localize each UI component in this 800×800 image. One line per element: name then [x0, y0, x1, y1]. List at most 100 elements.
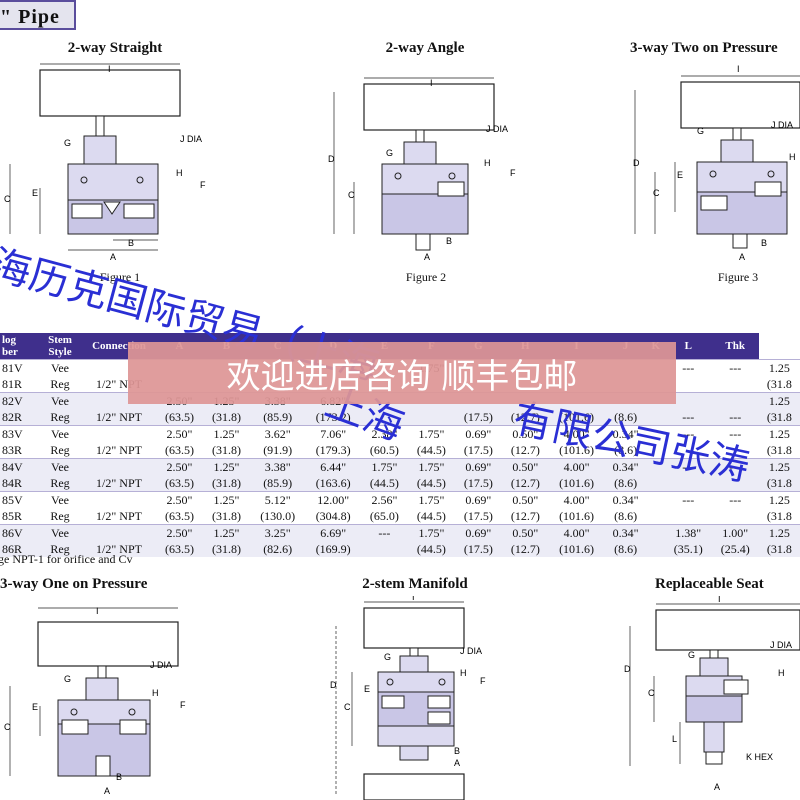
table-cell: (304.8) [305, 508, 361, 525]
table-cell: 0.50" [501, 491, 549, 508]
table-cell: (17.5) [454, 475, 502, 492]
table-cell: (31.8) [202, 442, 250, 459]
table-cell: Reg [38, 409, 82, 426]
table-cell: 0.69" [454, 425, 502, 442]
promo-banner: 欢迎进店咨询 顺丰包邮 [128, 342, 676, 404]
table-cell: 1.00" [711, 524, 759, 541]
table-cell: (31.8 [758, 442, 800, 459]
dim-h-label: H [176, 168, 183, 178]
table-cell: (17.5) [454, 442, 502, 459]
table-cell: 0.50" [501, 425, 549, 442]
table-cell: 4.00" [548, 425, 605, 442]
table-cell: 5.12" [249, 491, 306, 508]
table-cell [711, 508, 759, 525]
table-cell: 0.50" [501, 524, 549, 541]
dim-c-label: C [653, 188, 660, 198]
table-cell: 6.44" [305, 458, 361, 475]
table-cell: (17.5) [454, 508, 502, 525]
table-cell [711, 442, 759, 459]
table-cell [711, 475, 759, 492]
table-cell: (101.6) [548, 409, 605, 426]
table-cell [646, 541, 665, 557]
dim-d-label: D [633, 158, 640, 168]
figure-5-diagram: I G J DIA H F D E C B A [330, 596, 486, 800]
table-cell: 84R [0, 475, 38, 492]
table-cell: --- [664, 359, 712, 376]
table-cell: 0.34" [604, 425, 647, 442]
dim-h-label: H [152, 688, 159, 698]
table-cell: (82.6) [249, 541, 306, 557]
table-cell: --- [711, 359, 759, 376]
dim-f-label: F [200, 180, 206, 190]
dim-f-label: F [510, 168, 516, 178]
table-cell [82, 491, 156, 508]
table-cell: Reg [38, 475, 82, 492]
table-cell: 0.50" [501, 458, 549, 475]
table-cell [82, 458, 156, 475]
dim-d-label: D [330, 680, 337, 690]
table-cell: --- [711, 425, 759, 442]
table-cell: (8.6) [604, 508, 647, 525]
table-cell: (163.6) [305, 475, 361, 492]
dim-l-label: L [672, 734, 677, 744]
table-cell: 3.25" [249, 524, 306, 541]
table-cell: 3.62" [249, 425, 306, 442]
table-cell: 0.34" [604, 524, 647, 541]
table-cell: (8.6) [604, 541, 647, 557]
dim-b-label: B [128, 238, 134, 248]
table-cell: 0.69" [454, 524, 502, 541]
table-cell: (63.5) [156, 508, 203, 525]
table-cell: 1/2" NPT [82, 442, 156, 459]
table-cell: (31.8 [758, 475, 800, 492]
table-cell [360, 541, 408, 557]
dim-g-label: G [386, 148, 393, 158]
table-cell: 12.00" [305, 491, 361, 508]
table-cell [360, 409, 408, 426]
table-cell: (101.6) [548, 541, 605, 557]
table-cell [664, 508, 712, 525]
table-cell [646, 508, 665, 525]
table-cell: 0.34" [604, 458, 647, 475]
table-cell: (63.5) [156, 475, 203, 492]
table-cell: 1.25 [758, 359, 800, 376]
table-cell: 1.75" [407, 425, 455, 442]
table-cell: 1.75" [360, 458, 408, 475]
table-cell: (31.8) [202, 475, 250, 492]
dim-i-label: I [718, 596, 721, 604]
table-cell: (12.7) [501, 541, 549, 557]
figure-2-caption: Figure 2 [405, 270, 447, 284]
table-cell [82, 524, 156, 541]
dim-khex-label: K HEX [746, 752, 773, 762]
figure-3-caption: Figure 3 [717, 270, 759, 284]
figure-1-title: 2-way Straight [67, 40, 163, 56]
table-cell: 81V [0, 359, 38, 376]
table-cell: (31.8 [758, 508, 800, 525]
table-cell: Vee [38, 392, 82, 409]
table-cell: 82R [0, 409, 38, 426]
table-cell: 1.38" [664, 524, 712, 541]
figure-4-diagram: I G J DIA H F E C B A [4, 606, 186, 796]
table-cell: --- [664, 458, 712, 475]
dim-g-label: G [688, 650, 695, 660]
table-cell: (60.5) [360, 442, 408, 459]
table-cell: (31.8) [202, 508, 250, 525]
table-cell: --- [711, 409, 759, 426]
dim-b-label: B [454, 746, 460, 756]
figure-6-title: Replaceable Seat [655, 576, 764, 592]
table-cell [407, 409, 455, 426]
table-cell: --- [664, 425, 712, 442]
table-cell: Vee [38, 491, 82, 508]
dim-i-label: I [737, 64, 740, 74]
dim-d-label: D [624, 664, 631, 674]
dim-f-label: F [180, 700, 186, 710]
table-cell: 2.50" [156, 425, 203, 442]
table-cell: 85V [0, 491, 38, 508]
dim-e-label: E [32, 702, 38, 712]
table-cell: 1/2" NPT [82, 475, 156, 492]
table-cell: (65.0) [360, 508, 408, 525]
